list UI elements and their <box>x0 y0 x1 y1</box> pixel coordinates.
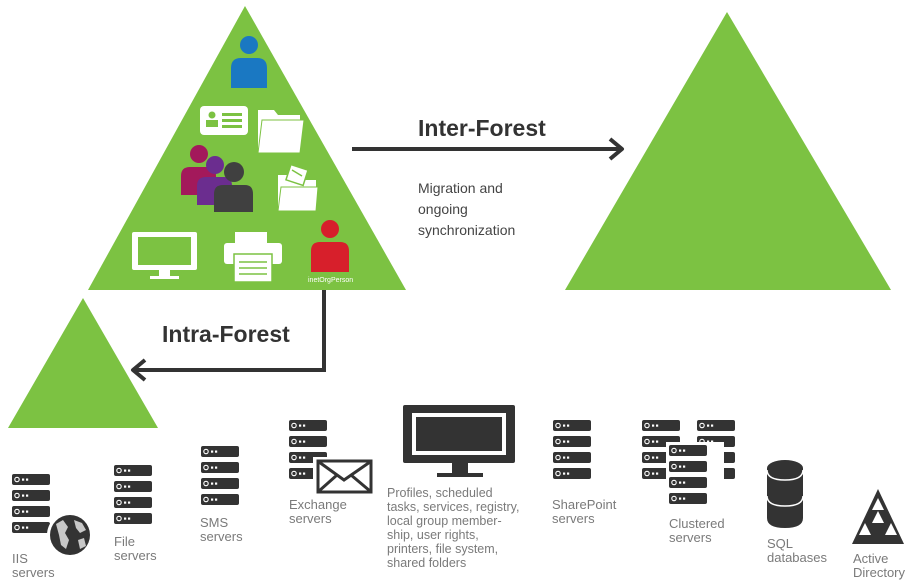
group-icon <box>181 145 253 212</box>
database-icon <box>766 460 804 528</box>
profiles-label-4: ship, user rights, <box>387 528 479 542</box>
exchange-label-1: Exchange <box>289 497 347 512</box>
active-directory-icon <box>852 489 904 544</box>
envelope-icon <box>313 457 375 495</box>
sharepoint-label-1: SharePoint <box>552 497 617 512</box>
shared-folder-icon <box>277 163 319 212</box>
file-server-icon <box>113 464 153 525</box>
folder-icon <box>257 110 305 154</box>
sharepoint-server-icon <box>552 419 592 480</box>
profiles-monitor-icon <box>403 405 515 477</box>
profiles-label-2: tasks, services, registry, <box>387 500 520 514</box>
ad-label-1: Active <box>853 551 889 566</box>
profiles-label-6: shared folders <box>387 557 467 568</box>
profiles-label-1: Profiles, scheduled <box>387 486 493 500</box>
sql-label-1: SQL <box>767 536 794 551</box>
inter-forest-desc-2: ongoing <box>418 201 468 217</box>
inter-forest-desc-3: synchronization <box>418 222 516 238</box>
sms-label-2: servers <box>200 529 243 544</box>
target-forest-triangle <box>565 12 891 290</box>
file-label-1: File <box>114 534 135 549</box>
iis-server-icon <box>11 473 51 534</box>
inter-forest-arrow <box>352 137 624 161</box>
main-forest-triangle <box>88 6 406 290</box>
intra-forest-arrow <box>131 290 326 382</box>
sql-label-2: databases <box>767 550 827 565</box>
iis-label-2: servers <box>12 565 55 580</box>
monitor-icon <box>132 232 197 279</box>
exchange-label-2: servers <box>289 511 332 526</box>
inetorgperson-label: inetOrgPerson <box>308 277 354 284</box>
sms-label-1: SMS <box>200 515 229 530</box>
sms-server-icon <box>200 445 240 506</box>
inetorgperson-icon <box>311 220 349 272</box>
sharepoint-label-2: servers <box>552 511 595 526</box>
intra-forest-triangle <box>8 298 158 428</box>
user-icon <box>231 36 267 88</box>
iis-label-1: IIS <box>12 551 28 566</box>
clustered-server-icon <box>641 419 736 514</box>
inter-forest-title: Inter-Forest <box>418 115 546 141</box>
ad-label-2: Directory <box>853 565 906 580</box>
file-label-2: servers <box>114 548 157 563</box>
printer-icon <box>224 232 282 283</box>
profiles-label-5: printers, file system, <box>387 542 499 556</box>
globe-icon <box>47 512 93 558</box>
contact-card-icon <box>200 106 248 135</box>
intra-forest-title: Intra-Forest <box>162 321 290 347</box>
clustered-label-1: Clustered <box>669 516 725 531</box>
clustered-label-2: servers <box>669 530 712 545</box>
inter-forest-desc-1: Migration and <box>418 180 503 196</box>
profiles-label-3: local group member- <box>387 514 502 528</box>
